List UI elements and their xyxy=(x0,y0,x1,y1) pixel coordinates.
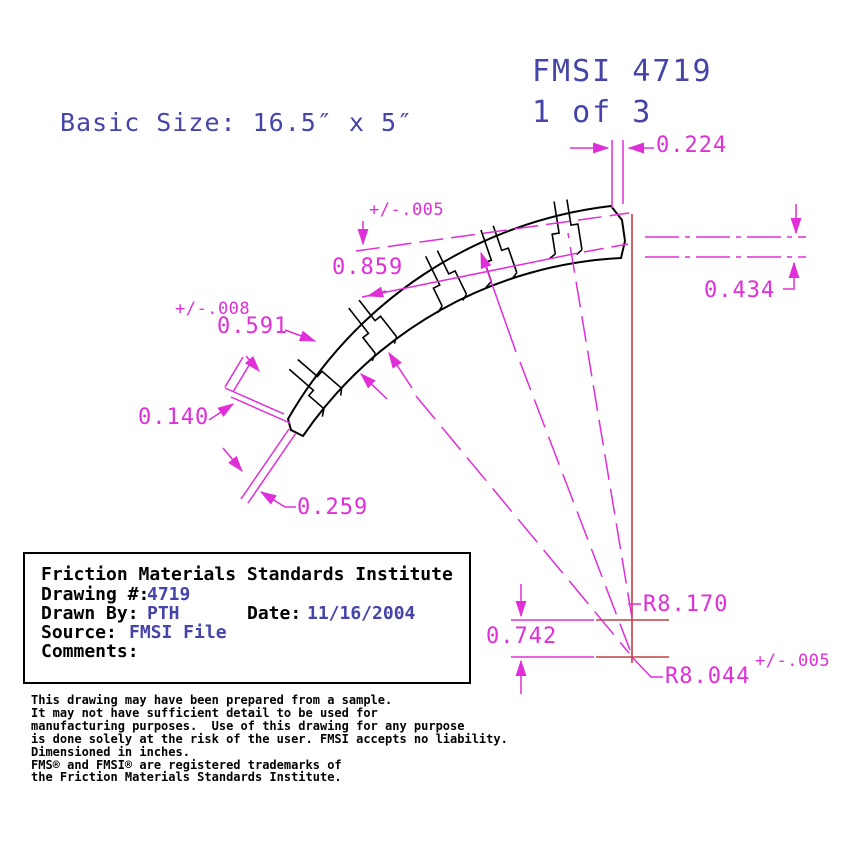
disclaimer-line: is done solely at the risk of the user. … xyxy=(31,731,508,746)
leader-140 xyxy=(208,403,235,421)
dim-0742: 0.742 xyxy=(486,624,558,649)
dimension-linework xyxy=(208,140,806,694)
rivet-notch-3 xyxy=(424,250,468,314)
arrow-140-upper xyxy=(244,355,260,373)
disclaimer-line: It may not have sufficient detail to be … xyxy=(31,705,378,720)
chord-line-solid xyxy=(361,252,579,298)
brake-lining-profile xyxy=(286,199,627,438)
tolerance-top: +/-.005 xyxy=(369,200,445,220)
chord-line-dashed xyxy=(355,212,630,252)
dim-0859: 0.859 xyxy=(332,255,404,280)
comments-label: Comments: xyxy=(41,641,139,662)
disclaimer-line: FMS® and FMSI® are registered trademarks… xyxy=(31,757,342,772)
disclaimer-line: the Friction Materials Standards Institu… xyxy=(31,770,342,785)
radial-arrow-inner xyxy=(388,351,413,389)
radial-dashed-mid xyxy=(519,361,631,651)
heel-ext-shallow-2 xyxy=(230,396,291,424)
drawn-by-label: Drawn By: xyxy=(41,603,139,624)
dim-0434: 0.434 xyxy=(704,278,776,303)
heel-mark-b xyxy=(232,361,252,393)
chord-line-solid-tail xyxy=(583,243,629,253)
leader-259 xyxy=(259,491,296,508)
date-label: Date: xyxy=(247,603,302,624)
drawn-by-value: PTH xyxy=(147,603,180,624)
basic-size-label: Basic Size: 16.5″ x 5″ xyxy=(60,108,414,137)
radial-arrow-mid xyxy=(480,251,517,353)
disclaimer-block: This drawing may have been prepared from… xyxy=(31,693,508,785)
leader-591 xyxy=(284,329,317,342)
heel-ext-steep-1 xyxy=(240,428,290,500)
rivet-notch-5 xyxy=(548,199,583,260)
arrow-859 xyxy=(366,286,387,298)
radial-dashed-inner xyxy=(415,395,630,654)
date-value: 11/16/2004 xyxy=(307,603,416,624)
disclaimer-line: Dimensioned in inches. xyxy=(31,744,190,759)
disclaimer-line: This drawing may have been prepared from… xyxy=(31,693,393,707)
dim-0591: 0.591 xyxy=(217,314,289,339)
lining-band-outline xyxy=(286,204,627,438)
radial-dashed-outer xyxy=(567,232,633,619)
heel-mark-a xyxy=(224,356,244,388)
source-value: FMSI File xyxy=(129,622,227,643)
dim-r8044: R8.044 xyxy=(665,664,751,689)
arrow-inner-surface xyxy=(360,373,388,400)
tolerance-008: +/-.008 xyxy=(175,299,251,319)
dim-0224: 0.224 xyxy=(656,133,728,158)
disclaimer-line: manufacturing purposes. Use of this draw… xyxy=(31,718,465,733)
dim-0259: 0.259 xyxy=(297,495,369,520)
source-label: Source: xyxy=(41,622,117,643)
title-block: Friction Materials Standards Institute D… xyxy=(23,552,471,684)
drawing-number-value: 4719 xyxy=(147,584,191,605)
leader-r8044 xyxy=(631,656,663,678)
rivet-notch-1 xyxy=(288,358,343,417)
heel-ext-shallow-1 xyxy=(224,387,285,415)
heel-ext-steep-2 xyxy=(247,432,297,504)
dim-0140: 0.140 xyxy=(138,405,210,430)
drawing-number-label: Drawing #: xyxy=(41,584,150,605)
arrow-259-upper xyxy=(222,447,243,473)
rivet-notch-2 xyxy=(348,299,398,362)
dim-r8170: R8.170 xyxy=(643,592,729,617)
institute-name: Friction Materials Standards Institute xyxy=(41,564,453,585)
sheet-number-label: 1 of 3 xyxy=(532,95,653,130)
arrow-434-bottom xyxy=(783,261,800,290)
tolerance-bottom: +/-.005 xyxy=(755,651,831,671)
drawing-id-label: FMSI 4719 xyxy=(532,54,713,89)
